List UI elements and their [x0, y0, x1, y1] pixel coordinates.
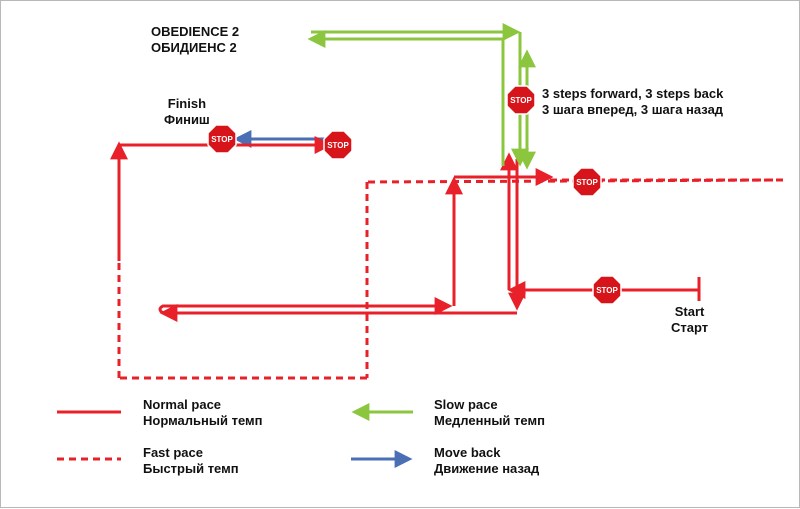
legend-back-en: Move back — [434, 445, 501, 460]
legend-fast-en: Fast pace — [143, 445, 203, 460]
legend-normal-en: Normal pace — [143, 397, 222, 412]
legend-slow-en: Slow pace — [434, 397, 498, 412]
legend-normal-ru: Нормальный темп — [143, 413, 263, 428]
course-title: OBEDIENCE 2 ОБИДИЕНС 2 — [151, 24, 239, 56]
svg-text:STOP: STOP — [327, 141, 349, 150]
finish-line-ru: Финиш — [164, 112, 210, 127]
steps-line-ru: 3 шага вперед, 3 шага назад — [542, 102, 724, 117]
svg-text:STOP: STOP — [211, 135, 233, 144]
stop-sign: STOP — [506, 85, 536, 115]
route-segment — [158, 297, 453, 315]
title-line-en: OBEDIENCE 2 — [151, 24, 240, 39]
legend-fast: Fast pace Быстрый темп — [143, 445, 239, 477]
steps-line-en: 3 steps forward, 3 steps back — [542, 86, 724, 101]
finish-label: Finish Финиш — [164, 96, 210, 128]
legend-back: Move back Движение назад — [434, 445, 539, 477]
legend-back-ru: Движение назад — [434, 461, 540, 476]
legend-slow: Slow pace Медленный темп — [434, 397, 545, 429]
legend-slow-ru: Медленный темп — [434, 413, 545, 428]
stop-sign: STOP — [207, 124, 237, 154]
legend-normal: Normal pace Нормальный темп — [143, 397, 262, 429]
stop-sign: STOP — [572, 167, 602, 197]
start-line-en: Start — [674, 304, 705, 319]
svg-text:STOP: STOP — [596, 286, 618, 295]
svg-text:STOP: STOP — [576, 178, 598, 187]
finish-line-en: Finish — [167, 96, 207, 111]
start-line-ru: Старт — [671, 320, 709, 335]
steps-exercise-label: 3 steps forward, 3 steps back 3 шага впе… — [542, 86, 723, 118]
stop-sign: STOP — [592, 275, 622, 305]
legend-fast-ru: Быстрый темп — [143, 461, 239, 476]
fast-pace-route — [117, 178, 784, 380]
slow-pace-route — [307, 23, 536, 170]
title-line-ru: ОБИДИЕНС 2 — [151, 40, 237, 55]
stop-sign: STOP — [323, 130, 353, 160]
svg-text:STOP: STOP — [510, 96, 532, 105]
start-label: Start Старт — [671, 304, 708, 336]
